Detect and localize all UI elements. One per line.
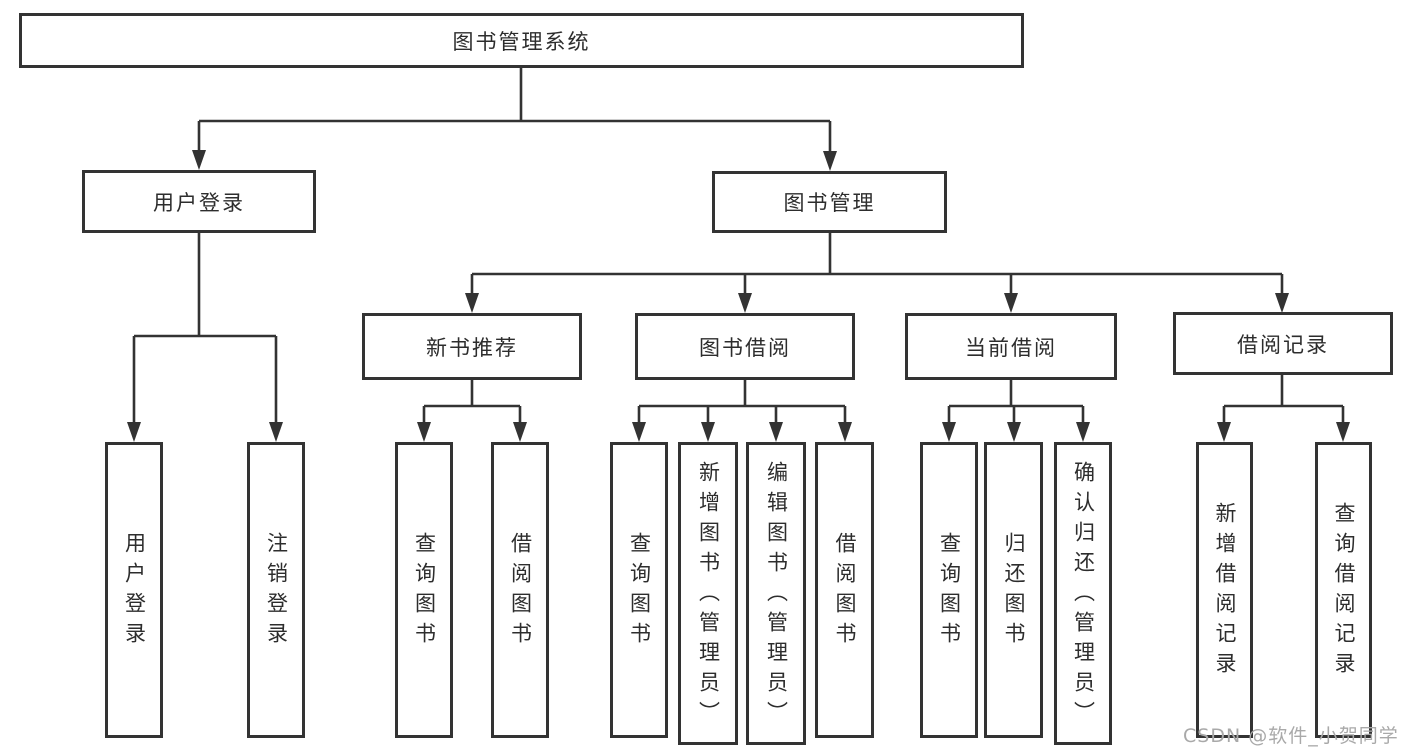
node-book-borrow: 图书借阅 — [635, 313, 855, 380]
node-root-system: 图书管理系统 — [19, 13, 1024, 68]
node-leaf-borrow-books: 借阅图书 — [815, 442, 874, 738]
node-new-book-recommend: 新书推荐 — [362, 313, 582, 380]
node-leaf-logout: 注销登录 — [247, 442, 305, 738]
node-leaf-borrow-books-recommend: 借阅图书 — [491, 442, 549, 738]
node-leaf-query-books-current: 查询图书 — [920, 442, 978, 738]
node-leaf-confirm-return-admin: 确认归还（管理员） — [1054, 442, 1112, 745]
node-current-borrow: 当前借阅 — [905, 313, 1117, 380]
node-leaf-query-borrow-record: 查询借阅记录 — [1315, 442, 1372, 738]
node-leaf-add-borrow-record: 新增借阅记录 — [1196, 442, 1253, 738]
node-leaf-query-books-borrow: 查询图书 — [610, 442, 668, 738]
node-book-management-branch: 图书管理 — [712, 171, 947, 233]
node-leaf-user-login: 用户登录 — [105, 442, 163, 738]
node-leaf-edit-books-admin: 编辑图书（管理员） — [746, 442, 806, 745]
node-borrow-records: 借阅记录 — [1173, 312, 1393, 375]
csdn-watermark: CSDN @软件_小贺同学 — [1183, 725, 1399, 747]
node-leaf-return-books: 归还图书 — [984, 442, 1043, 738]
node-leaf-query-books-recommend: 查询图书 — [395, 442, 453, 738]
node-leaf-add-books-admin: 新增图书（管理员） — [678, 442, 738, 745]
node-user-login-branch: 用户登录 — [82, 170, 316, 233]
